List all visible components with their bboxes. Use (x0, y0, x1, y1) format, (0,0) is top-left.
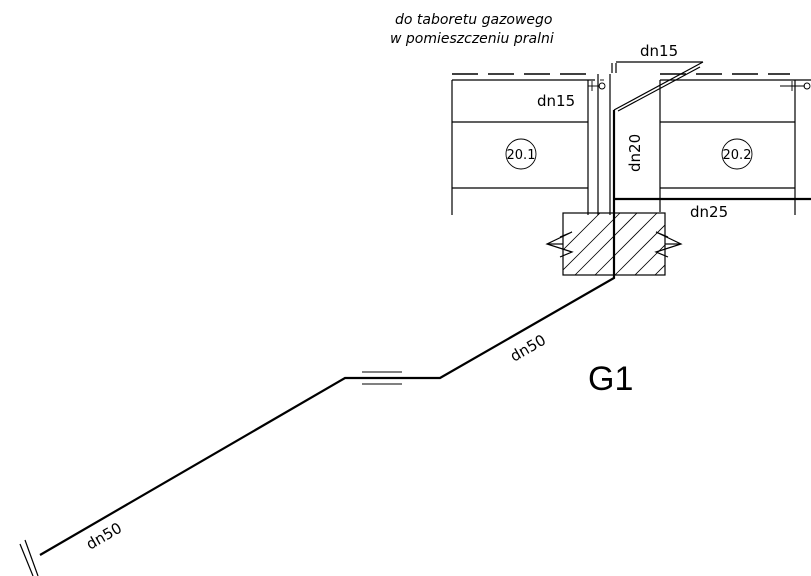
appliance-block-right (659, 73, 811, 215)
label-dn15-top: dn15 (640, 42, 678, 60)
wall-section (545, 212, 683, 276)
valve-symbol-left (588, 79, 606, 91)
pipe-channel (597, 74, 611, 215)
note: do taboretu gazowego w pomieszczeniu pra… (390, 12, 554, 47)
pipe-labels: dn15 dn15 dn20 dn25 dn50 dn50 (83, 42, 728, 553)
label-dn20: dn20 (626, 134, 644, 172)
label-dn25: dn25 (690, 203, 728, 221)
tag-20-2-label: 20.2 (723, 148, 752, 163)
tag-20-2: 20.2 (721, 138, 753, 170)
gas-branch-dn15 (611, 61, 704, 270)
note-line-2: w pomieszczeniu pralni (390, 31, 554, 47)
label-dn15-left: dn15 (537, 92, 575, 110)
valve-symbol-right (780, 79, 811, 91)
tag-20-1: 20.1 (505, 138, 537, 170)
tag-20-1-label: 20.1 (507, 148, 536, 163)
appliance-block-left (451, 73, 595, 215)
main-pipe-dn50 (19, 270, 616, 576)
label-dn50-low: dn50 (83, 519, 125, 554)
note-line-1: do taboretu gazowego (395, 12, 553, 28)
riser-id: G1 (588, 360, 633, 398)
